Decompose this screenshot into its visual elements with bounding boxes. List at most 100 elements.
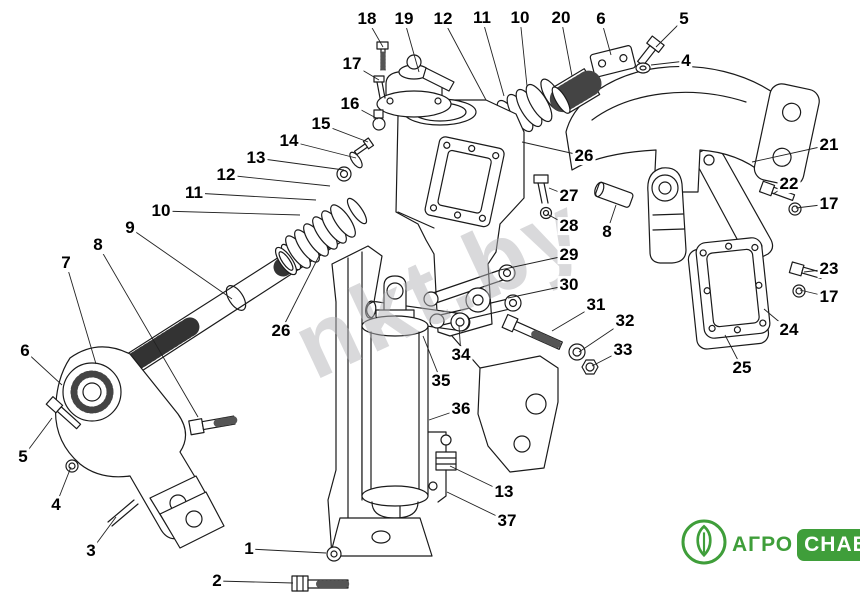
part-number-33: 33 bbox=[611, 340, 635, 360]
logo-text-agro: АГРО bbox=[732, 532, 794, 556]
part-number-7: 7 bbox=[59, 253, 73, 273]
agrosnab-logo: АГРО СНАБ bbox=[680, 518, 860, 571]
part-number-26: 26 bbox=[269, 321, 293, 341]
part-number-1: 1 bbox=[242, 539, 256, 559]
hydraulic-cylinder-36 bbox=[361, 275, 429, 519]
part-number-23: 23 bbox=[817, 259, 841, 279]
part-number-5: 5 bbox=[677, 9, 691, 29]
leader-line-10 bbox=[519, 17, 528, 87]
part-number-6: 6 bbox=[594, 9, 608, 29]
part-number-34: 34 bbox=[449, 345, 473, 365]
part-number-3: 3 bbox=[84, 541, 98, 561]
part-number-37: 37 bbox=[495, 511, 519, 531]
main-housing bbox=[395, 98, 525, 337]
part-number-4: 4 bbox=[679, 51, 693, 71]
part-number-29: 29 bbox=[557, 245, 581, 265]
part-number-10: 10 bbox=[508, 8, 532, 28]
part-number-14: 14 bbox=[277, 131, 301, 151]
leader-line-7 bbox=[65, 262, 97, 365]
nut-33 bbox=[581, 359, 599, 375]
bolt-22 bbox=[758, 180, 796, 202]
leader-line-11 bbox=[193, 192, 317, 201]
fittings-13-14-15 bbox=[336, 137, 375, 182]
bolt-31 bbox=[501, 313, 563, 350]
bolt-8-left bbox=[188, 415, 238, 436]
part-number-27: 27 bbox=[557, 186, 581, 206]
left-lift-arm-7 bbox=[54, 346, 225, 549]
leader-line-13 bbox=[255, 157, 345, 171]
part-number-17: 17 bbox=[340, 54, 364, 74]
bolt-23 bbox=[788, 261, 824, 280]
part-number-17: 17 bbox=[817, 194, 841, 214]
leader-line-2 bbox=[216, 580, 294, 584]
valve-fitting-13 bbox=[427, 431, 457, 471]
leader-line-12 bbox=[442, 18, 487, 101]
part-number-17: 17 bbox=[817, 287, 841, 307]
part-number-22: 22 bbox=[777, 174, 801, 194]
bolt-5-left bbox=[45, 396, 82, 430]
leader-line-11 bbox=[481, 17, 505, 97]
part-number-28: 28 bbox=[557, 216, 581, 236]
seal-ring-26-lower bbox=[274, 246, 298, 276]
part-number-24: 24 bbox=[777, 320, 801, 340]
part-number-13: 13 bbox=[244, 148, 268, 168]
washer-32 bbox=[568, 343, 586, 361]
bolt-2 bbox=[291, 575, 350, 592]
leader-line-10 bbox=[160, 210, 301, 216]
top-cover-19 bbox=[376, 54, 455, 118]
part-number-11: 11 bbox=[471, 8, 493, 28]
part-number-35: 35 bbox=[429, 371, 453, 391]
part-number-16: 16 bbox=[338, 94, 362, 114]
part-number-8: 8 bbox=[91, 235, 105, 255]
part-number-19: 19 bbox=[392, 9, 416, 29]
part-number-2: 2 bbox=[210, 571, 224, 591]
part-number-12: 12 bbox=[431, 9, 455, 29]
drain-pipe-37 bbox=[428, 469, 447, 503]
leader-line-9 bbox=[129, 227, 233, 300]
part-number-26: 26 bbox=[572, 146, 596, 166]
part-number-11: 11 bbox=[183, 183, 205, 203]
logo-text-snab: СНАБ bbox=[797, 528, 860, 561]
washer-4-left bbox=[65, 459, 79, 473]
part-number-13: 13 bbox=[492, 482, 516, 502]
part-number-36: 36 bbox=[449, 399, 473, 419]
part-number-12: 12 bbox=[214, 165, 238, 185]
washer-4-top bbox=[635, 62, 651, 74]
part-number-10: 10 bbox=[149, 201, 173, 221]
leader-line-20 bbox=[560, 17, 573, 77]
leader-line-8 bbox=[97, 244, 199, 418]
lower-right-bracket bbox=[451, 335, 559, 473]
washer-17-right-upper bbox=[788, 202, 802, 216]
part-number-18: 18 bbox=[355, 9, 379, 29]
splined-bushing-20 bbox=[549, 68, 604, 114]
drilled-plate-24 bbox=[695, 237, 771, 339]
part-number-8: 8 bbox=[600, 222, 614, 242]
part-number-20: 20 bbox=[549, 8, 573, 28]
bolt-27 bbox=[533, 174, 549, 204]
washer-1 bbox=[326, 546, 342, 562]
leader-line-1 bbox=[248, 548, 327, 554]
leader-line-12 bbox=[225, 174, 331, 187]
part-number-5: 5 bbox=[16, 447, 30, 467]
bolt-17-left-top bbox=[373, 75, 386, 99]
part-number-32: 32 bbox=[613, 311, 637, 331]
part-number-9: 9 bbox=[123, 218, 137, 238]
base-foot bbox=[329, 517, 433, 557]
part-number-15: 15 bbox=[309, 114, 333, 134]
part-number-4: 4 bbox=[49, 495, 63, 515]
washer-28 bbox=[539, 206, 553, 220]
leader-line-26 bbox=[280, 253, 321, 332]
eye-link-8 bbox=[594, 167, 687, 264]
part-number-31: 31 bbox=[584, 295, 608, 315]
right-lift-arm bbox=[565, 65, 820, 193]
part-number-30: 30 bbox=[557, 275, 581, 295]
agrosnab-logo-leaf-icon bbox=[680, 518, 728, 571]
bolt-5-top bbox=[637, 35, 665, 67]
leader-line-29 bbox=[499, 254, 570, 271]
part-number-6: 6 bbox=[18, 341, 32, 361]
part-number-25: 25 bbox=[730, 358, 754, 378]
part-number-21: 21 bbox=[817, 135, 841, 155]
leader-line-21 bbox=[751, 144, 830, 163]
pin-3 bbox=[107, 499, 139, 527]
